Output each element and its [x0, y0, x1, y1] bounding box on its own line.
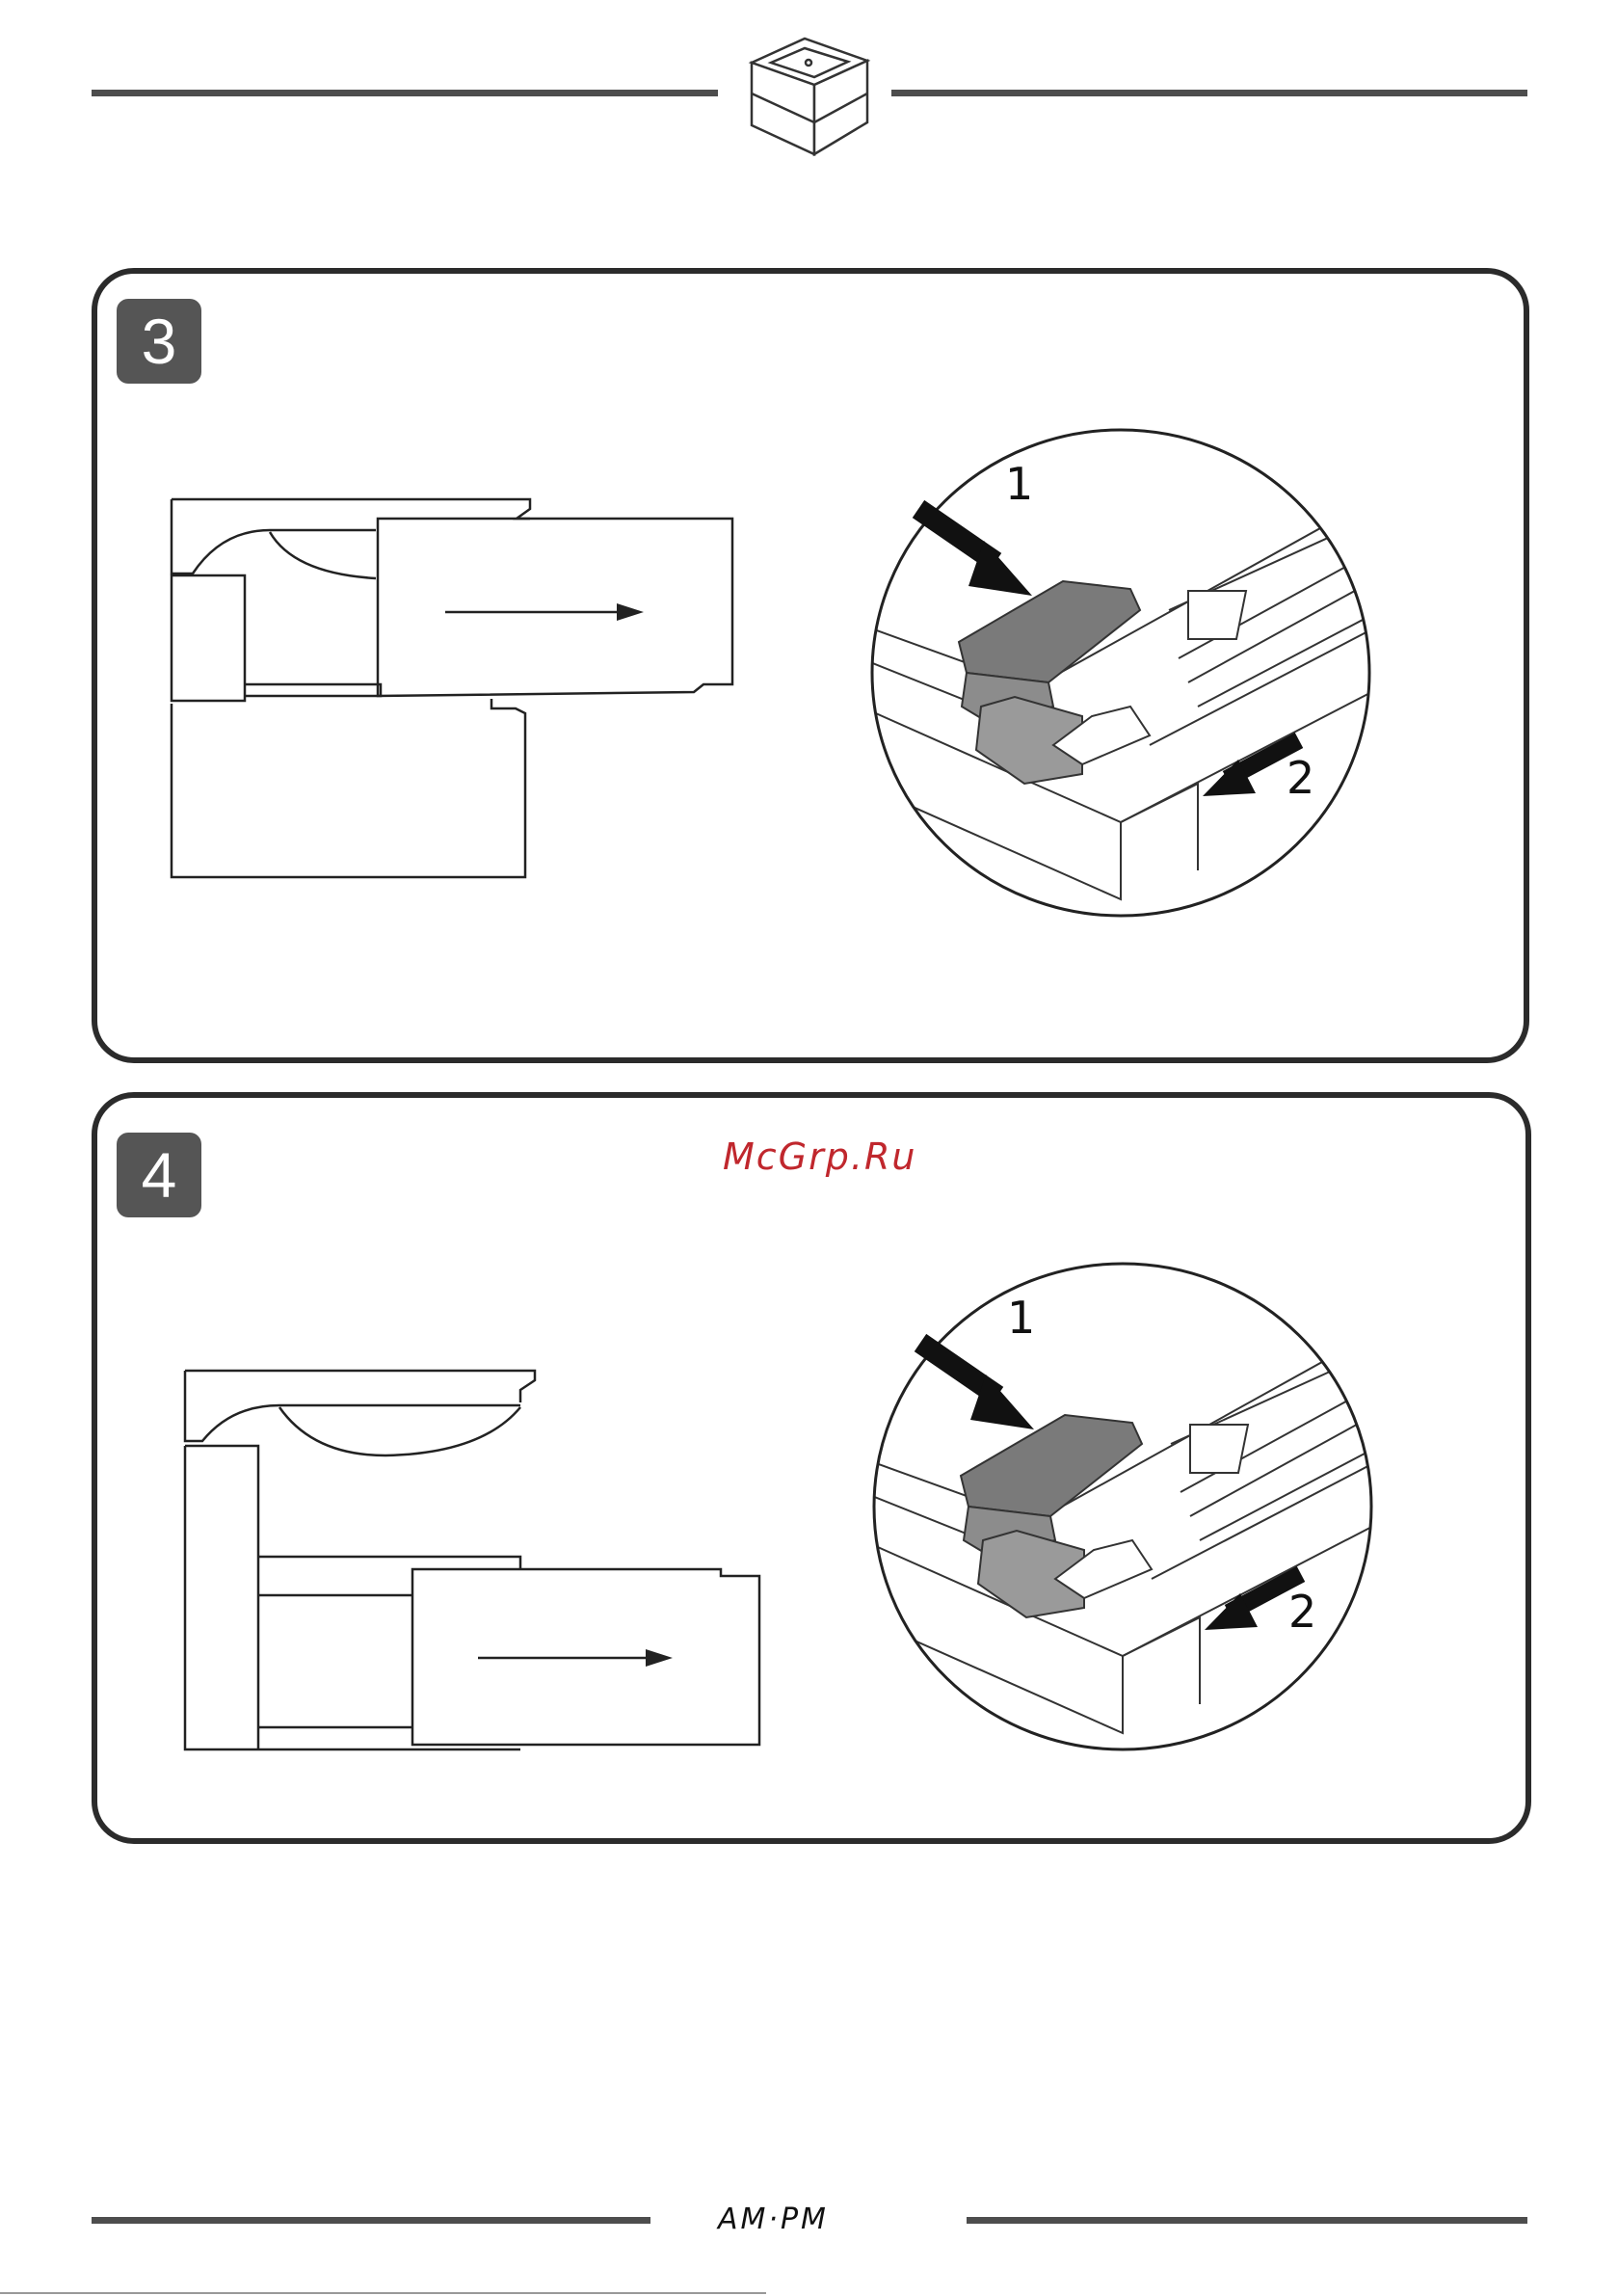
bottom-edge-line	[0, 2292, 766, 2294]
step-3-cabinet-diagram	[164, 492, 742, 887]
header-rule-left	[92, 90, 718, 96]
step-3-callout-2: 2	[1286, 752, 1314, 804]
step-4-detail-circle: 1 2	[862, 1251, 1383, 1762]
step-4-callout-2: 2	[1288, 1586, 1316, 1638]
cabinet-icon	[747, 34, 872, 159]
header-rule-right	[891, 90, 1527, 96]
step-4-badge: 4	[117, 1133, 201, 1217]
footer-rule-right	[967, 2217, 1527, 2224]
step-3-callout-1: 1	[1005, 458, 1033, 510]
footer-brand-logo: AM·PM	[718, 2203, 829, 2236]
step-3-detail-circle: 1 2	[861, 417, 1381, 928]
step-4-cabinet-diagram	[173, 1359, 771, 1764]
watermark: McGrp.Ru	[723, 1135, 916, 1178]
step-4-callout-1: 1	[1007, 1292, 1035, 1344]
step-3-badge: 3	[117, 299, 201, 384]
footer-rule-left	[92, 2217, 650, 2224]
